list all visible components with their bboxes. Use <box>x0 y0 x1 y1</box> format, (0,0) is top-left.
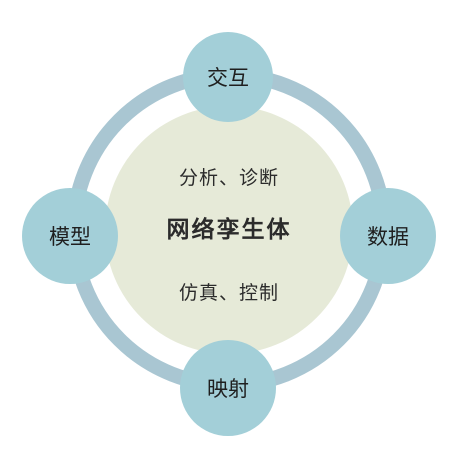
node-bottom: 映射 <box>180 340 276 436</box>
node-right: 数据 <box>340 188 436 284</box>
node-left-label: 模型 <box>49 225 91 249</box>
node-bottom-label: 映射 <box>207 377 249 401</box>
node-top-label: 交互 <box>207 66 249 90</box>
node-top: 交互 <box>183 32 273 122</box>
center-top-text: 分析、诊断 <box>178 167 279 189</box>
center-circle <box>105 106 353 354</box>
center-bottom-text: 仿真、控制 <box>178 282 279 304</box>
center-title: 网络孪生体 <box>166 217 292 243</box>
node-left: 模型 <box>22 188 118 284</box>
node-right-label: 数据 <box>367 225 409 249</box>
